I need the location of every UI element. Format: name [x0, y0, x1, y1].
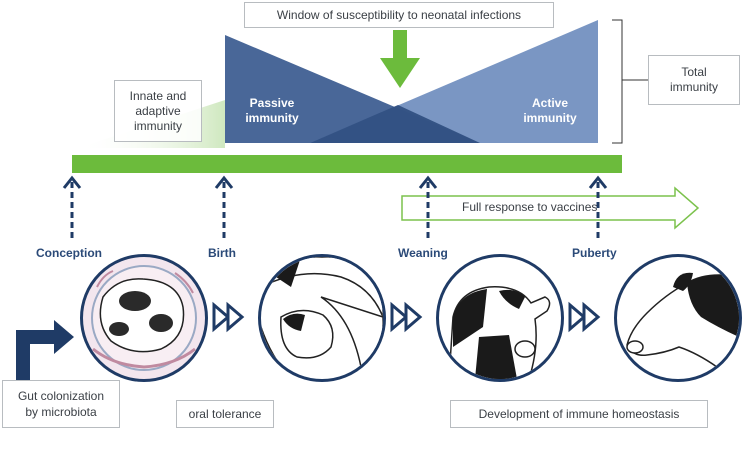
down-arrow-icon: [380, 30, 420, 88]
timeline-bar: [72, 155, 622, 173]
fetal-calf-illustration: [80, 254, 208, 382]
immune-homeostasis-text: Development of immune homeostasis: [478, 407, 680, 421]
passive-line1: Passive: [249, 96, 295, 110]
gut-line1: Gut colonization: [17, 389, 105, 403]
active-line2: immunity: [523, 111, 577, 125]
stage-conception: Conception: [36, 246, 102, 260]
immune-homeostasis-label: Development of immune homeostasis: [450, 400, 708, 428]
weaning-calf-illustration: [436, 254, 564, 382]
heifer-drawing: [626, 272, 739, 379]
vaccines-arrow: [401, 186, 700, 230]
stage-birth: Birth: [208, 246, 236, 260]
innate-line1: Innate and: [129, 88, 187, 103]
fetus-drawing: [91, 265, 197, 371]
innate-line2: adaptive: [135, 103, 181, 118]
susceptibility-window-label: Window of susceptibility to neonatal inf…: [244, 2, 554, 28]
heifer-illustration: [614, 254, 742, 382]
newborn-calf-illustration: [258, 254, 386, 382]
overlap-region: [310, 105, 480, 143]
total-immunity-label: Total immunity: [648, 55, 740, 105]
stage-puberty: Puberty: [572, 246, 617, 260]
passive-line2: immunity: [245, 111, 299, 125]
gut-colonization-label: Gut colonization by microbiota: [2, 380, 120, 428]
chevron-double-right-icon: [212, 301, 601, 333]
newborn-drawing: [261, 257, 383, 379]
total-immunity-bracket: [612, 19, 648, 144]
total-line1: Total: [681, 65, 707, 79]
up-arrow-icon: [62, 175, 608, 240]
vaccines-label: Full response to vaccines: [462, 200, 598, 214]
active-line1: Active: [531, 96, 569, 110]
corner-arrow-icon: [16, 320, 74, 380]
weaning-calf-drawing: [448, 286, 551, 379]
active-immunity-label: Active immunity: [510, 96, 590, 126]
oral-tolerance-label: oral tolerance: [176, 400, 274, 428]
passive-immunity-label: Passive immunity: [232, 96, 312, 126]
susceptibility-window-text: Window of susceptibility to neonatal inf…: [276, 8, 522, 22]
gut-line2: by microbiota: [25, 405, 97, 419]
innate-adaptive-label: Innate and adaptive immunity: [114, 80, 202, 142]
oral-tolerance-text: oral tolerance: [188, 407, 262, 421]
total-line2: immunity: [669, 80, 718, 94]
innate-line3: immunity: [133, 118, 182, 133]
stage-weaning: Weaning: [398, 246, 448, 260]
